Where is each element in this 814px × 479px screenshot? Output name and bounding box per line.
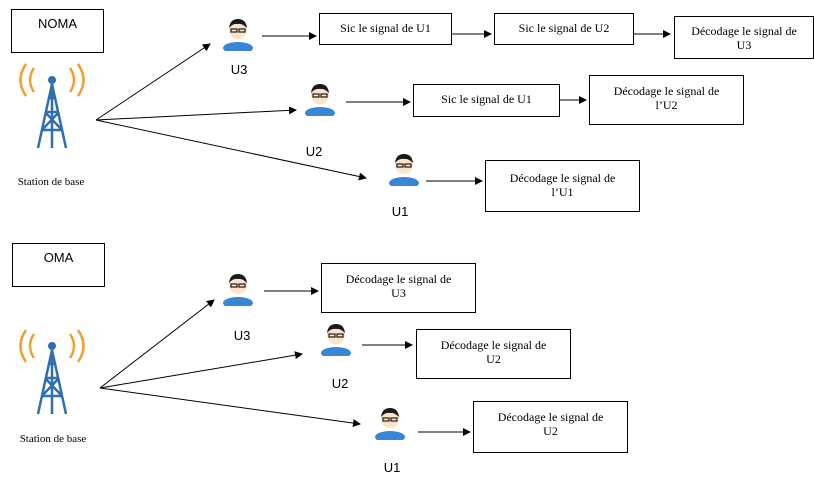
noma-u2-decode-line1: Décodage le signal de — [613, 84, 720, 98]
noma-station-label: Station de base — [17, 176, 85, 188]
oma-title: OMA — [43, 250, 74, 265]
radio-tower-icon — [19, 63, 85, 149]
noma-u3-decode-line2: U3 — [736, 38, 752, 52]
noma-u3-decode-box: Décodage le signal de U3 — [674, 16, 814, 59]
noma-link-u3 — [95, 43, 211, 121]
oma-u3-decode-line1: Décodage le signal de — [345, 272, 452, 286]
oma-u2-decode-line1: Décodage le signal de — [440, 338, 547, 352]
noma-u3-sic-u2-text: Sic le signal de U2 — [518, 21, 610, 35]
oma-u3-decode-box: Décodage le signal de U3 — [321, 263, 476, 313]
noma-user-u1-label: U1 — [391, 204, 409, 219]
noma-u2-decode-box: Décodage le signal de l’U2 — [589, 75, 744, 125]
oma-link-u2 — [99, 351, 303, 389]
noma-title: NOMA — [38, 16, 77, 31]
noma-link-u2 — [95, 106, 297, 121]
oma-user-u3-label: U3 — [233, 328, 251, 343]
noma-user-u3-icon — [223, 19, 253, 51]
noma-user-u3-label: U3 — [230, 62, 248, 77]
oma-title-box: OMA — [12, 243, 105, 287]
oma-user-u3-icon — [223, 274, 253, 306]
oma-user-u1-icon — [375, 408, 405, 440]
noma-u3-sic-u2-box: Sic le signal de U2 — [494, 13, 634, 45]
noma-user-u2-label: U2 — [305, 144, 323, 159]
oma-u1-decode-box: Décodage le signal de U2 — [473, 401, 628, 453]
oma-link-u1 — [99, 387, 361, 428]
oma-station-label: Station de base — [19, 433, 87, 445]
noma-user-u2-icon — [305, 84, 335, 116]
noma-user-u1-icon — [389, 154, 419, 186]
radio-tower-icon — [19, 329, 85, 415]
oma-u2-decode-line2: U2 — [486, 352, 501, 366]
noma-u3-decode-line1: Décodage le signal de — [691, 24, 797, 38]
oma-link-u3 — [99, 299, 215, 389]
noma-title-box: NOMA — [11, 9, 104, 53]
noma-u2-sic-u1-box: Sic le signal de U1 — [413, 84, 560, 117]
noma-u3-sic-u1-text: Sic le signal de U1 — [340, 21, 431, 35]
noma-u3-sic-u1-box: Sic le signal de U1 — [319, 13, 452, 45]
oma-u1-decode-line2: U2 — [543, 424, 558, 438]
noma-u1-decode-line2: l’U1 — [551, 185, 574, 199]
noma-link-u1 — [95, 119, 367, 181]
noma-u1-decode-box: Décodage le signal de l’U1 — [485, 160, 640, 212]
oma-user-u2-icon — [321, 324, 351, 356]
noma-u1-decode-line1: Décodage le signal de — [509, 171, 616, 185]
noma-u2-decode-line2: l’U2 — [655, 98, 678, 112]
oma-u2-decode-box: Décodage le signal de U2 — [416, 329, 571, 379]
oma-u1-decode-line1: Décodage le signal de — [497, 410, 604, 424]
noma-u2-sic-u1-text: Sic le signal de U1 — [441, 92, 532, 106]
oma-user-u2-label: U2 — [331, 376, 349, 391]
oma-user-u1-label: U1 — [383, 460, 401, 475]
oma-u3-decode-line2: U3 — [391, 286, 406, 300]
